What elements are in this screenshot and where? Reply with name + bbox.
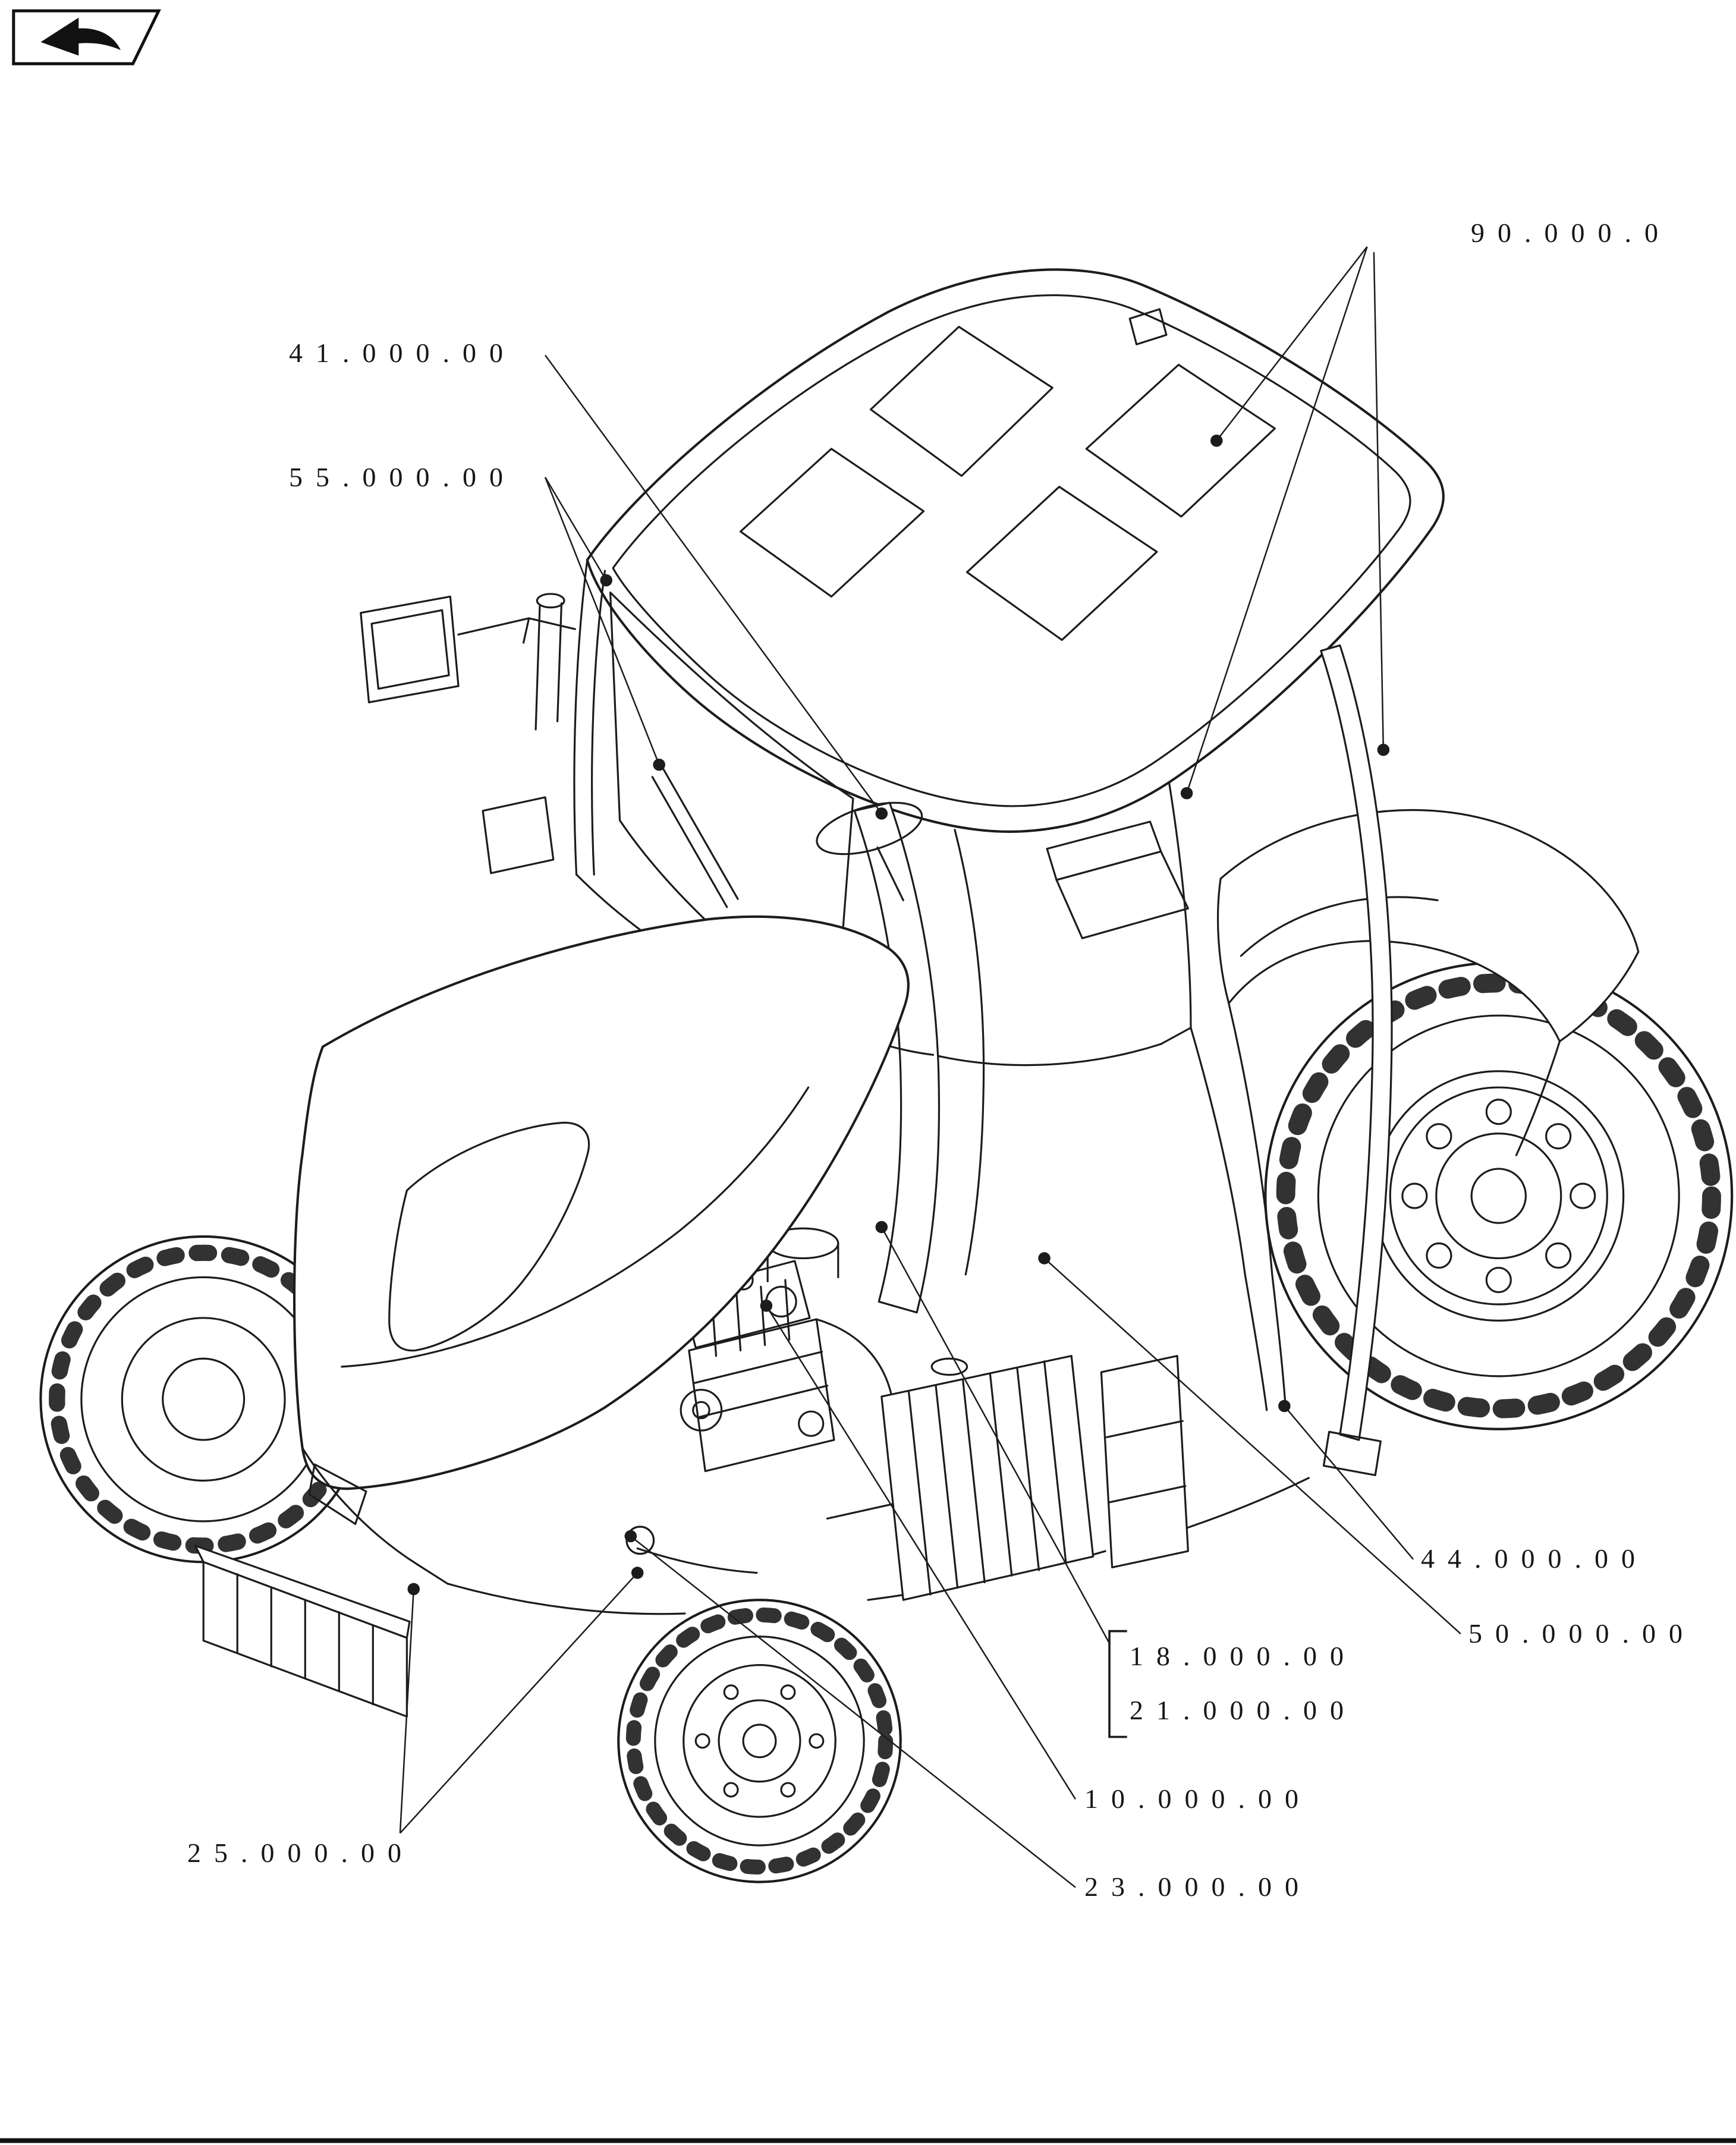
- part-label-41[interactable]: 41.000.00: [289, 338, 516, 368]
- part-label-18[interactable]: 18.000.00: [1130, 1641, 1357, 1671]
- fuel-tank: [880, 1355, 1095, 1601]
- part-label-55[interactable]: 55.000.00: [289, 462, 516, 492]
- callout-points: [407, 434, 1390, 1596]
- part-label-44[interactable]: 44.000.00: [1421, 1543, 1648, 1574]
- rear-right-wheel: [1264, 961, 1734, 1430]
- back-arrow-icon[interactable]: [12, 9, 161, 65]
- front-weight: [194, 1545, 411, 1718]
- part-label-21[interactable]: 21.000.00: [1130, 1695, 1357, 1725]
- part-label-50[interactable]: 50.000.00: [1468, 1618, 1696, 1649]
- step-box: [1100, 1355, 1189, 1569]
- exhaust-stack: [534, 593, 565, 731]
- mirror: [360, 595, 576, 703]
- rear-fender: [1216, 809, 1640, 1411]
- front-wheel: [617, 1599, 902, 1883]
- bracket-18-21: [1108, 1630, 1127, 1738]
- hood: [293, 915, 910, 1585]
- part-label-10[interactable]: 10.000.00: [1084, 1784, 1312, 1814]
- sheet-bottom-edge: [0, 2138, 1736, 2143]
- part-label-90[interactable]: 90.000.0: [1471, 218, 1671, 248]
- cab-rear-frame: [932, 781, 1268, 1411]
- cab-roof: [586, 268, 1445, 833]
- part-label-23[interactable]: 23.000.00: [1084, 1872, 1312, 1902]
- part-label-25[interactable]: 25.000.00: [187, 1838, 414, 1868]
- leader-lines: [399, 246, 1461, 1888]
